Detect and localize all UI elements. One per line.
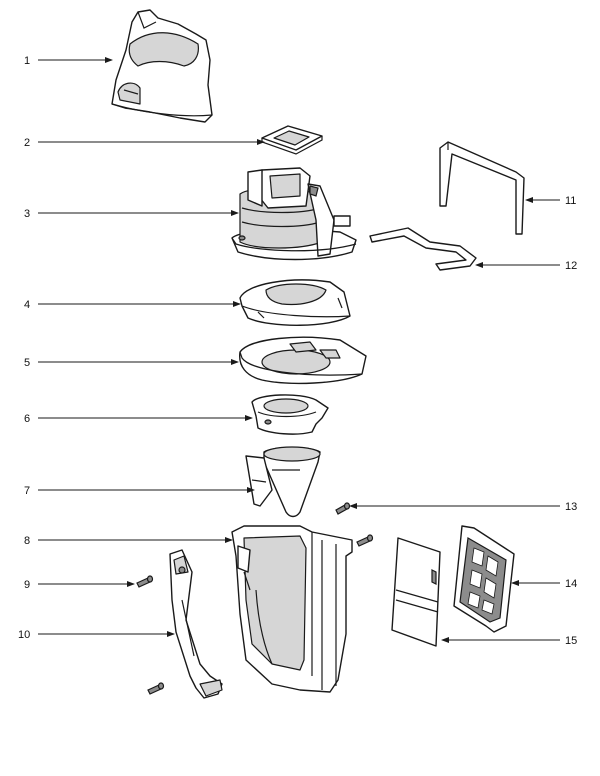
callout-5: 5 [24, 357, 30, 369]
callout-10: 10 [18, 629, 30, 641]
callout-4: 4 [24, 299, 30, 311]
callout-6: 6 [24, 413, 30, 425]
part-7-filter-basket [245, 446, 321, 518]
part-2-gasket [261, 125, 323, 155]
part-9-screw [136, 575, 154, 588]
part-8-main-housing [231, 525, 353, 693]
callout-3: 3 [24, 208, 30, 220]
part-4-reservoir-tray [239, 279, 351, 326]
callout-15: 15 [565, 635, 577, 647]
callout-2: 2 [24, 137, 30, 149]
callout-numbers: 1 2 3 4 5 6 7 8 9 10 11 12 13 14 15 [18, 55, 577, 647]
callout-7: 7 [24, 485, 30, 497]
part-6-basket-holder [251, 394, 329, 435]
callout-11: 11 [565, 195, 576, 207]
screw-right [356, 534, 374, 547]
callout-12: 12 [565, 260, 577, 272]
part-11-wire-handle [439, 141, 525, 235]
part-1-top-cover [111, 9, 213, 123]
part-13-screw [335, 502, 351, 515]
part-3-upper-housing [231, 167, 357, 261]
callout-13: 13 [565, 501, 577, 513]
callout-9: 9 [24, 579, 30, 591]
callout-8: 8 [24, 535, 30, 547]
screw-lower-left [147, 682, 165, 695]
part-14-grille-panel [453, 525, 515, 633]
part-10-lever-arm [169, 549, 223, 699]
part-5-base-plate [239, 336, 367, 385]
part-12-wire-bracket [369, 227, 477, 271]
leader-lines [38, 57, 560, 643]
callout-14: 14 [565, 578, 577, 590]
callout-1: 1 [24, 55, 30, 67]
part-15-flat-panel [391, 537, 441, 647]
